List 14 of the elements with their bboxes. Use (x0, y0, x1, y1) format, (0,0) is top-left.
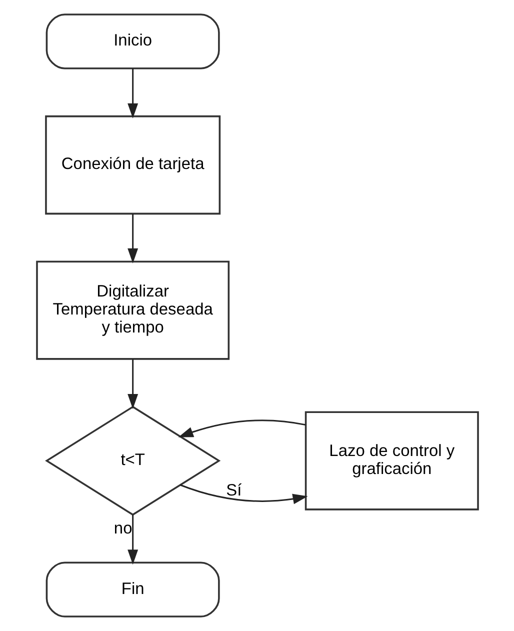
arrow (127, 514, 138, 565)
edge-label: Sí (226, 481, 242, 500)
node-diamond: t<T (44, 406, 220, 516)
node-box: Conexión de tarjeta (44, 115, 220, 215)
node-box: Inicio (45, 14, 220, 70)
arrow (178, 420, 306, 438)
arrow (127, 68, 138, 118)
arrow (180, 484, 308, 504)
arrow (127, 214, 138, 264)
node-box: Lazo de control y graficación (304, 411, 478, 510)
node-box: Digitalizar Temperatura deseada y tiempo (36, 260, 230, 360)
node-box: Fin (45, 562, 220, 618)
arrow (127, 359, 138, 410)
edge-label: no (113, 519, 132, 538)
